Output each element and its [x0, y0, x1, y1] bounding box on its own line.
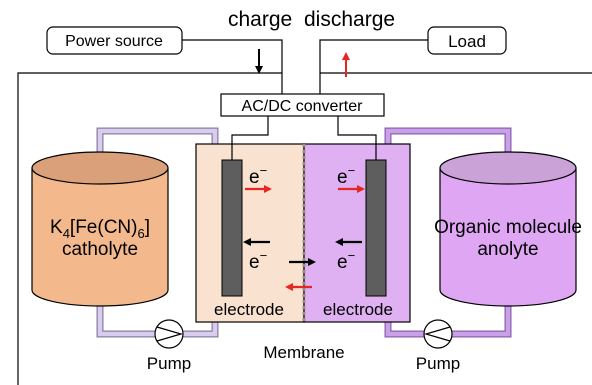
system-housing [17, 72, 592, 385]
left-electrode-label: electrode [214, 300, 284, 319]
discharge-label: discharge [304, 8, 395, 31]
load-label: Load [448, 32, 486, 51]
membrane-label: Membrane [263, 343, 344, 362]
electron-label-left-top: e− [249, 163, 267, 188]
catholyte-label: catholyte [62, 239, 138, 260]
electron-label-left-bottom: e− [249, 248, 267, 273]
catholyte-tank: K4[Fe(CN)6] catholyte [31, 151, 169, 307]
left-pump-label: Pump [147, 354, 191, 373]
catholyte-formula: K4[Fe(CN)6] [50, 217, 150, 241]
electron-label-right-top: e− [337, 163, 355, 188]
svg-text:e−: e− [337, 163, 355, 188]
left-pump-icon [154, 319, 184, 349]
svg-text:e−: e− [249, 163, 267, 188]
right-electrode-plate [365, 159, 387, 297]
anolyte-label-line1: Organic molecule [434, 217, 582, 238]
catholyte-cell [195, 143, 305, 323]
acdc-converter: AC/DC converter [220, 93, 385, 117]
svg-text:e−: e− [249, 248, 267, 273]
catholyte-pipes [96, 127, 219, 338]
anolyte-cell [303, 143, 411, 323]
electron-label-right-bottom: e− [337, 248, 355, 273]
power-source-box: Power source [46, 26, 183, 55]
charge-label: charge [228, 8, 292, 31]
left-electrode-plate [221, 159, 243, 297]
load-wire [319, 39, 428, 96]
power-source-wire [182, 39, 283, 96]
anolyte-tank: Organic molecule anolyte [434, 151, 582, 307]
right-electrode-label: electrode [323, 300, 393, 319]
anolyte-label-line2: anolyte [477, 239, 538, 260]
converter-wire-right [337, 115, 377, 160]
anolyte-pipes [384, 127, 512, 338]
svg-text:e−: e− [337, 248, 355, 273]
right-pump-label: Pump [416, 354, 460, 373]
power-source-label: Power source [65, 33, 163, 50]
load-box: Load [427, 26, 507, 55]
converter-wire-left [231, 115, 269, 160]
converter-label: AC/DC converter [242, 98, 364, 115]
right-pump-icon [423, 319, 453, 349]
